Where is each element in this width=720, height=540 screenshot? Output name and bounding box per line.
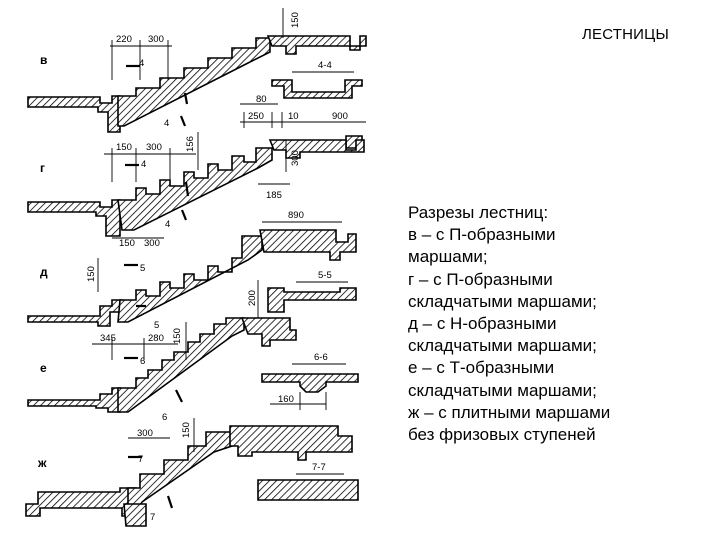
cut-label: 5 <box>140 263 145 274</box>
dimension-label: 200 <box>247 290 258 306</box>
landing-slab <box>27 299 123 327</box>
caption-line: без фризовых ступеней <box>408 425 596 445</box>
caption-line: складчатыми маршами; <box>408 380 597 400</box>
section-cut-mark <box>183 92 189 105</box>
dimension-label: 280 <box>148 333 164 344</box>
row-zh-section: ж 7 7 300 150 <box>25 418 353 527</box>
landing-slab <box>27 387 121 413</box>
section-cut-mark <box>175 389 183 403</box>
caption-line: маршами; <box>408 247 488 267</box>
upper-landing <box>240 317 297 347</box>
dimension-label: 300 <box>290 150 301 166</box>
upper-landing <box>266 35 367 55</box>
stair-flight <box>117 147 273 231</box>
cut-label: 4 <box>164 118 169 129</box>
dimension-label: 345 <box>100 333 116 344</box>
cross-section-slab <box>267 287 357 313</box>
row-d-cross-section: 5-5 200 <box>247 270 357 318</box>
dimension-label: 300 <box>137 428 153 439</box>
row-letter: д <box>40 265 48 279</box>
cut-label: 7 <box>150 512 155 523</box>
dimension-label: 160 <box>278 394 294 405</box>
cut-label: 5 <box>154 320 159 331</box>
upper-landing <box>229 425 353 461</box>
cross-section-slab <box>271 79 363 99</box>
row-letter: е <box>40 361 47 375</box>
stair-flight <box>117 317 245 413</box>
stair-flight <box>127 431 233 513</box>
row-v-section: в 4 4 220 300 150 <box>27 8 367 133</box>
row-letter: в <box>40 53 47 67</box>
section-label: 6-6 <box>314 352 328 363</box>
stair-flight <box>117 235 263 323</box>
upper-landing <box>259 229 357 261</box>
landing-slab <box>27 95 121 133</box>
dimension-label: 150 <box>181 422 192 438</box>
landing-slab <box>27 199 121 237</box>
cut-label: 4 <box>165 219 170 230</box>
section-label: 5-5 <box>318 270 332 281</box>
dimension-label: 890 <box>288 210 304 221</box>
dimension-label: 150 <box>290 12 301 28</box>
caption-line: ж – с плитными маршами <box>408 402 611 422</box>
caption-line: складчатыми маршами; <box>408 291 597 311</box>
row-letter: г <box>40 161 45 175</box>
caption-line: е – с Т-образными <box>408 358 555 378</box>
row-g-section: г 4 4 150 300 156 300 185 <box>27 132 365 237</box>
dimension-label: 300 <box>144 238 160 249</box>
dimension-label: 300 <box>146 142 162 153</box>
cut-label: 6 <box>162 412 167 423</box>
caption-line: Разрезы лестниц: <box>408 203 549 222</box>
dimension-label: 156 <box>185 136 196 152</box>
dimension-label: 150 <box>172 328 183 344</box>
caption-line: г – с П-образными <box>408 269 553 289</box>
row-e-section: е 6 6 345 280 150 <box>27 317 297 423</box>
section-cut-mark <box>184 181 190 197</box>
stair-flight <box>117 37 271 127</box>
section-label: 7-7 <box>312 462 326 473</box>
cut-label: 6 <box>140 356 145 367</box>
dimension-label: 220 <box>116 34 132 45</box>
section-cut-mark <box>166 495 174 509</box>
dimension-label: 185 <box>266 190 282 201</box>
section-label: 4-4 <box>318 60 332 71</box>
dimension-label: 10 <box>288 111 299 122</box>
landing-slab <box>25 487 137 517</box>
dimension-label: 250 <box>248 111 264 122</box>
row-v-cross-section: 4-4 80 250 10 900 <box>240 60 366 149</box>
dimension-label: 150 <box>116 142 132 153</box>
dimension-label: 80 <box>256 94 267 105</box>
section-cut-mark <box>179 115 187 127</box>
cut-label: 4 <box>139 58 144 69</box>
row-zh-cross-section: 7-7 <box>257 462 359 501</box>
row-letter: ж <box>37 456 47 470</box>
cut-label: 7 <box>138 454 143 465</box>
dimension-label: 150 <box>119 238 135 249</box>
caption-line: д – с Н-образными <box>408 314 557 334</box>
cross-section-slab <box>257 479 359 501</box>
dimension-label: 150 <box>86 266 97 282</box>
cut-label: 4 <box>141 159 146 170</box>
cross-section-slab <box>261 373 359 393</box>
caption-line: в – с П-образными <box>408 225 556 245</box>
page-title: ЛЕСТНИЦЫ <box>582 26 669 43</box>
dimension-label: 300 <box>148 34 164 45</box>
dimension-label: 900 <box>332 111 348 122</box>
row-e-cross-section: 6-6 160 <box>261 352 359 410</box>
row-d-section: д 5 5 150 300 150 890 <box>27 210 357 331</box>
section-cut-mark <box>180 209 188 221</box>
caption-line: складчатыми маршами; <box>408 336 597 356</box>
lower-landing-block <box>123 503 147 527</box>
figure-caption: Разрезы лестниц: в – с П-образными марша… <box>408 202 713 446</box>
